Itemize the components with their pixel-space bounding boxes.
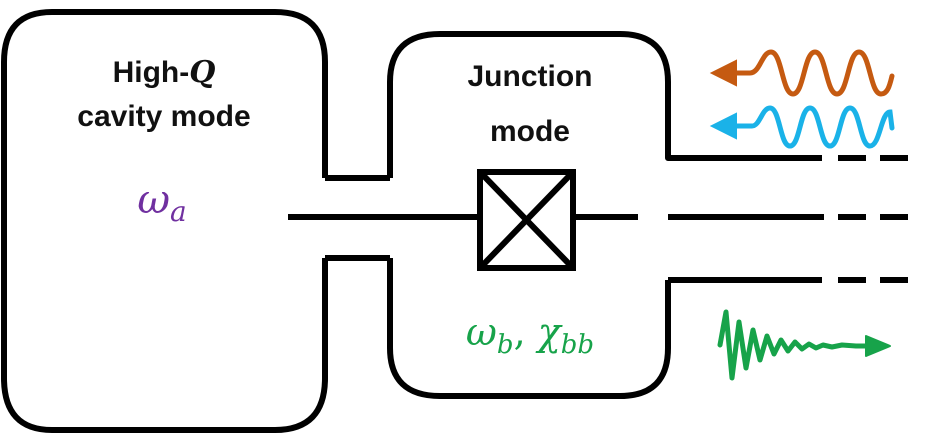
decaying-wave-arrow-icon (717, 309, 891, 381)
blue-arrowhead (709, 112, 737, 140)
junction-parameters: ωb, χbb (466, 310, 594, 360)
cavity-frequency: ωa (137, 177, 186, 228)
junction-box-outline (387, 31, 822, 399)
cavity-outline (1, 9, 328, 433)
incoming-wave-arrow-icon (709, 49, 895, 97)
cavity-title-line2: cavity mode (77, 100, 250, 133)
transmission-line-dashes (838, 155, 908, 283)
cavity-title-line1: High-Q (113, 55, 216, 90)
incoming-wave-arrow-icon (709, 105, 895, 149)
green-arrowhead (865, 335, 891, 357)
blue-wave (733, 105, 895, 149)
orange-wave (733, 49, 895, 97)
junction-title-line1: Junction (468, 60, 593, 93)
josephson-junction-icon (477, 169, 576, 271)
junction-title-line2: mode (490, 115, 570, 148)
device-outline (1, 9, 822, 433)
orange-arrowhead (709, 59, 737, 87)
green-decaying-wave (717, 309, 869, 381)
